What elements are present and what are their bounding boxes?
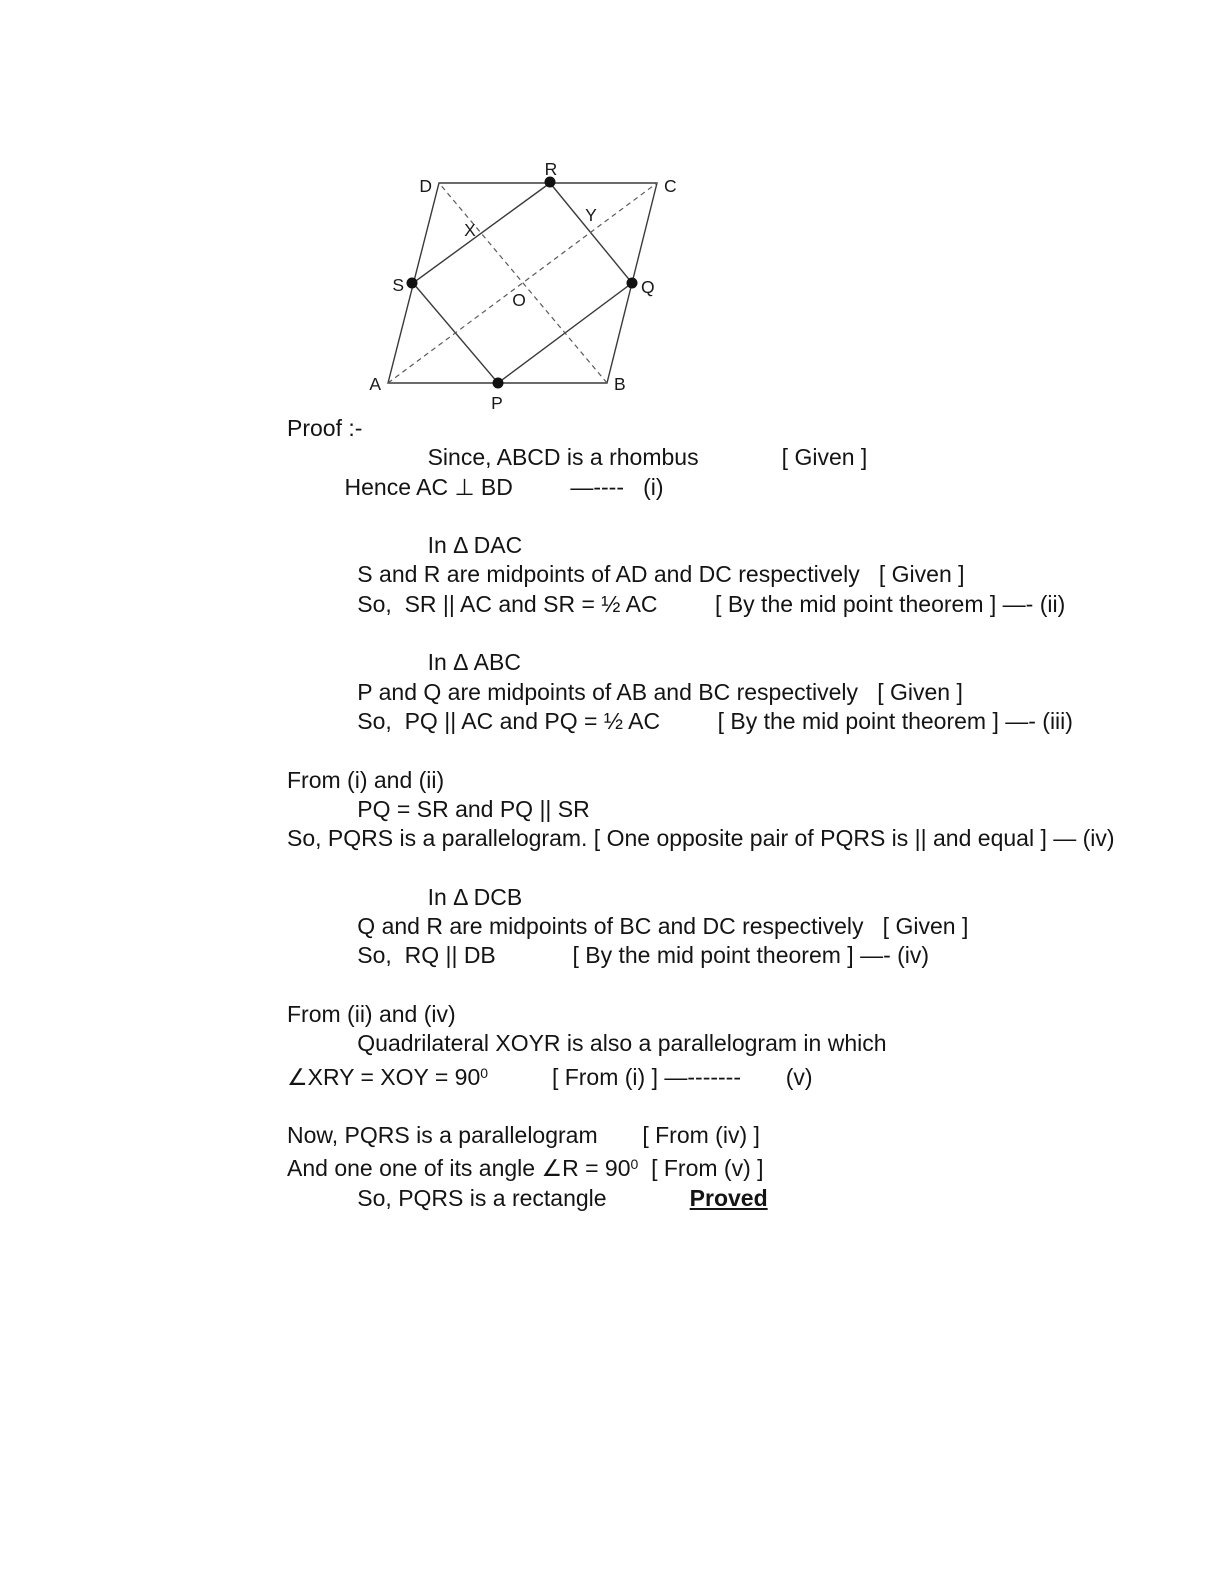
proof-text: [ From (v) ] — [638, 1155, 764, 1182]
proof-text: In Δ DCB — [287, 883, 523, 910]
proof-line: P and Q are midpoints of AB and BC respe… — [287, 678, 1115, 707]
point-label-s: S — [392, 275, 404, 295]
point-label-d: D — [419, 176, 432, 196]
proof-text-block: Proof :- Since, ABCD is a rhombus [ Give… — [287, 414, 1115, 1213]
midpoint-dot-s — [406, 277, 418, 289]
proof-text: From (ii) and (iv) — [287, 1000, 456, 1027]
proof-line — [287, 502, 1115, 531]
proof-line: Proof :- — [287, 414, 1115, 443]
proof-line: PQ = SR and PQ || SR — [287, 795, 1115, 824]
point-label-x: X — [464, 220, 476, 240]
proof-line: So, PQRS is a parallelogram. [ One oppos… — [287, 824, 1115, 853]
proof-line — [287, 619, 1115, 648]
proof-text: [ From (i) ] —------- (v) — [488, 1063, 813, 1090]
proof-text: In Δ ABC — [287, 649, 521, 676]
proof-line: And one one of its angle ∠R = 900 [ From… — [287, 1150, 1115, 1183]
point-label-r: R — [545, 159, 558, 179]
point-label-y: Y — [585, 205, 597, 225]
proof-text: So, PQRS is a parallelogram. [ One oppos… — [287, 825, 1115, 852]
midpoint-dot-q — [626, 277, 638, 289]
proof-text: 0 — [630, 1156, 639, 1173]
diagonal-bd-dashed — [438, 182, 608, 384]
point-label-c: C — [664, 176, 677, 196]
proof-text: Hence AC ⊥ BD —---- (i) — [287, 473, 664, 500]
proof-text: PQ = SR and PQ || SR — [287, 795, 590, 822]
proof-line: Since, ABCD is a rhombus [ Given ] — [287, 443, 1115, 472]
proof-line: From (i) and (ii) — [287, 766, 1115, 795]
proof-line: In Δ DAC — [287, 531, 1115, 560]
rhombus-diagram: R D C X Y S O Q A B P — [369, 159, 677, 413]
proved-label: Proved — [689, 1184, 768, 1211]
proof-text: From (i) and (ii) — [287, 766, 445, 793]
proof-text: So, RQ || DB [ By the mid point theorem … — [287, 942, 930, 969]
proof-line — [287, 736, 1115, 765]
proof-text: So, PQRS is a rectangle — [287, 1184, 690, 1211]
point-label-q: Q — [641, 277, 655, 297]
point-label-o: O — [512, 290, 526, 310]
proof-line: Q and R are midpoints of BC and DC respe… — [287, 912, 1115, 941]
proof-line: From (ii) and (iv) — [287, 1000, 1115, 1029]
proof-line: Quadrilateral XOYR is also a parallelogr… — [287, 1029, 1115, 1058]
proof-line: So, PQ || AC and PQ = ½ AC [ By the mid … — [287, 707, 1115, 736]
proof-line: Now, PQRS is a parallelogram [ From (iv)… — [287, 1121, 1115, 1150]
proof-line: S and R are midpoints of AD and DC respe… — [287, 560, 1115, 589]
proof-text: Since, ABCD is a rhombus [ Given ] — [287, 444, 868, 471]
proof-text: Quadrilateral XOYR is also a parallelogr… — [287, 1030, 887, 1057]
proof-line: In Δ DCB — [287, 883, 1115, 912]
point-label-p: P — [491, 393, 503, 413]
proof-line: So, RQ || DB [ By the mid point theorem … — [287, 941, 1115, 970]
proof-line: So, SR || AC and SR = ½ AC [ By the mid … — [287, 590, 1115, 619]
proof-line — [287, 853, 1115, 882]
midpoint-dot-p — [492, 377, 504, 389]
proof-text: S and R are midpoints of AD and DC respe… — [287, 561, 965, 588]
proof-text: So, SR || AC and SR = ½ AC [ By the mid … — [287, 590, 1066, 617]
diagonal-ac-dashed — [387, 182, 658, 384]
proof-line — [287, 1092, 1115, 1121]
proof-line: Hence AC ⊥ BD —---- (i) — [287, 473, 1115, 502]
proof-line: ∠XRY = XOY = 900 [ From (i) ] —------- (… — [287, 1059, 1115, 1092]
proof-line: In Δ ABC — [287, 648, 1115, 677]
proof-text: ∠XRY = XOY = 90 — [287, 1063, 481, 1090]
point-label-a: A — [369, 374, 381, 394]
proof-text: 0 — [480, 1064, 489, 1081]
proof-text: In Δ DAC — [287, 532, 523, 559]
proof-text: Now, PQRS is a parallelogram [ From (iv)… — [287, 1122, 760, 1149]
midpoint-dot-r — [544, 176, 556, 188]
proof-text: So, PQ || AC and PQ = ½ AC [ By the mid … — [287, 707, 1073, 734]
proof-text: Q and R are midpoints of BC and DC respe… — [287, 913, 969, 940]
proof-text: And one one of its angle ∠R = 90 — [287, 1155, 631, 1182]
point-label-b: B — [614, 374, 626, 394]
proof-line: So, PQRS is a rectangle Proved — [287, 1184, 1115, 1213]
proof-line — [287, 971, 1115, 1000]
proof-text: Proof :- — [287, 415, 363, 441]
proof-text: P and Q are midpoints of AB and BC respe… — [287, 678, 963, 705]
